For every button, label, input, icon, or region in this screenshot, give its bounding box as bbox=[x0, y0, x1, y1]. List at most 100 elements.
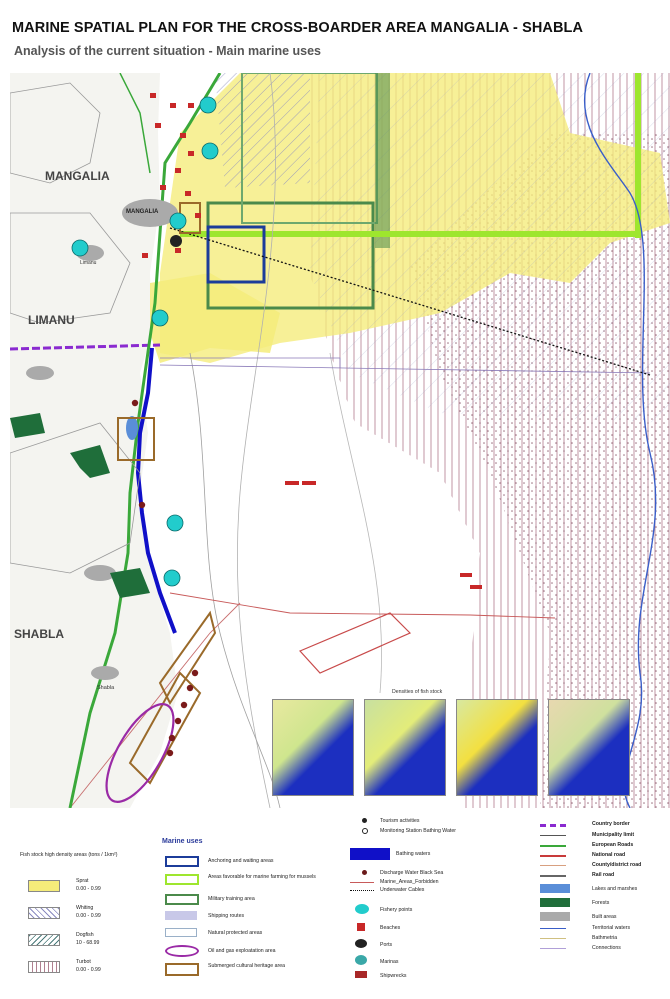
port-mangalia-icon bbox=[170, 235, 182, 247]
legend-discharge-label: Discharge Water Black Sea bbox=[380, 870, 444, 876]
legend-farming-swatch bbox=[165, 874, 199, 885]
whiting-area bbox=[310, 73, 670, 423]
forbidden-swatch bbox=[350, 882, 374, 883]
fishery-point-5[interactable] bbox=[151, 309, 169, 327]
forest-2 bbox=[110, 568, 150, 598]
anchoring-area bbox=[206, 225, 266, 284]
label-shabla-region: SHABLA bbox=[14, 627, 64, 641]
forbidden-area bbox=[298, 612, 412, 674]
land-area bbox=[10, 73, 178, 808]
legend-anchoring-swatch bbox=[165, 856, 199, 867]
heritage-area-1 bbox=[117, 417, 155, 461]
legend-turbot-swatch bbox=[28, 961, 60, 973]
legend-sprat-range: 0.00 - 0.99 bbox=[76, 886, 101, 892]
municipality-swatch bbox=[540, 835, 566, 836]
built-areas-swatch bbox=[540, 912, 570, 921]
municipality-limit-3 bbox=[10, 422, 141, 574]
fishery-points[interactable] bbox=[71, 96, 219, 587]
military-strip bbox=[375, 73, 390, 248]
territorial-waters-swatch bbox=[540, 928, 566, 929]
legend-county-road-label: County/district road bbox=[592, 862, 642, 868]
legend-heritage-swatch bbox=[165, 963, 199, 976]
legend-built-areas-label: Built areas bbox=[592, 914, 617, 920]
tourism-icon bbox=[362, 818, 367, 823]
built-area-village bbox=[26, 366, 54, 380]
inset-map-4 bbox=[548, 699, 630, 796]
road-north bbox=[119, 73, 151, 174]
beach-icons bbox=[142, 93, 482, 589]
country-border bbox=[10, 343, 161, 351]
shipwreck-icon bbox=[355, 971, 367, 978]
legend-protected-label: Natural protected areas bbox=[208, 930, 263, 936]
country-border-swatch bbox=[540, 824, 566, 827]
built-area-shabla bbox=[91, 666, 119, 680]
legend-rail-road-label: Rail road bbox=[592, 872, 615, 878]
built-area-2 bbox=[84, 565, 116, 581]
label-mangalia-town: MANGALIA bbox=[126, 209, 159, 215]
label-mangalia-region: MANGALIA bbox=[45, 169, 110, 183]
legend-cable-label: Underwater Cables bbox=[380, 887, 425, 893]
inset-map-1 bbox=[272, 699, 354, 796]
bathing-waters-swatch bbox=[350, 848, 390, 860]
fishery-point-2[interactable] bbox=[201, 142, 219, 160]
inset-map-2 bbox=[364, 699, 446, 796]
legend-fishery-label: Fishery points bbox=[380, 907, 413, 913]
label-shabla-town: Shabla bbox=[97, 685, 115, 691]
legend-tourism-label: Tourism activities bbox=[380, 818, 420, 824]
legend-sprat-swatch bbox=[28, 880, 60, 892]
port-icon bbox=[355, 939, 367, 948]
fishery-point-4[interactable] bbox=[71, 239, 89, 257]
legend-shipping-swatch bbox=[165, 911, 197, 920]
legend-military-label: Military training area bbox=[208, 896, 255, 902]
monitoring-station-icon bbox=[362, 828, 368, 834]
marine-farming-line-v bbox=[635, 73, 641, 238]
national-road-swatch bbox=[540, 855, 566, 857]
legend-turbot-name: Turbot bbox=[76, 959, 91, 965]
legend: Fish stock high density areas (tons / 1k… bbox=[10, 808, 670, 999]
legend-dogfish-name: Dogfish bbox=[76, 932, 94, 938]
rail-road-swatch bbox=[540, 875, 566, 877]
county-road-swatch bbox=[540, 865, 566, 866]
legend-sprat-name: Sprat bbox=[76, 878, 89, 884]
marina-icon bbox=[355, 955, 367, 965]
shipwreck-group bbox=[131, 399, 199, 757]
legend-farming-label: Areas favorable for marine farming for m… bbox=[208, 874, 316, 880]
municipality-limit-2 bbox=[10, 212, 131, 324]
oil-gas-area bbox=[105, 703, 175, 803]
discharge-water-icon bbox=[362, 870, 367, 875]
legend-bathmetria-label: Bathmetria bbox=[592, 935, 618, 941]
fishery-point-6[interactable] bbox=[166, 514, 184, 532]
legend-marinas-label: Marinas bbox=[380, 959, 399, 965]
legend-anchoring-label: Anchoring and waiting areas bbox=[208, 858, 274, 864]
legend-fish-title: Fish stock high density areas (tons / 1k… bbox=[20, 852, 118, 858]
legend-oil-gas-swatch bbox=[165, 945, 199, 957]
inset-title: Densities of fish stock bbox=[392, 689, 443, 695]
legend-connections-label: Connections bbox=[592, 945, 621, 951]
sprat-area-coast bbox=[150, 273, 280, 363]
legend-shipping-label: Shipping routes bbox=[208, 913, 245, 919]
marine-farming-line-h bbox=[180, 231, 640, 237]
forbidden-line-1 bbox=[169, 592, 556, 619]
map-canvas[interactable]: Densities of fish stock MANGALIA MANGALI… bbox=[10, 73, 670, 808]
fishery-point-icon bbox=[355, 904, 369, 914]
territorial-waters-line bbox=[584, 73, 657, 808]
european-road-swatch bbox=[540, 845, 566, 847]
map-svg[interactable] bbox=[10, 73, 670, 808]
fish-density-inset: Densities of fish stock bbox=[272, 683, 632, 803]
legend-beaches-label: Beaches bbox=[380, 925, 401, 931]
built-area-mangalia bbox=[122, 199, 178, 227]
legend-turbot-range: 0.00 - 0.99 bbox=[76, 967, 101, 973]
legend-ports-label: Ports bbox=[380, 942, 393, 948]
european-road bbox=[68, 73, 222, 808]
beach-icon bbox=[357, 923, 365, 931]
legend-monitoring-label: Monitoring Station Bathing Water bbox=[380, 828, 456, 834]
connections-swatch bbox=[540, 948, 566, 949]
legend-territorial-label: Territorial waters bbox=[592, 925, 631, 931]
fishery-point-7[interactable] bbox=[163, 569, 181, 587]
fishery-point-3[interactable] bbox=[169, 212, 187, 230]
legend-marine-uses-title: Marine uses bbox=[162, 838, 203, 845]
fishery-point-1[interactable] bbox=[199, 96, 217, 114]
forests-swatch bbox=[540, 898, 570, 907]
bathmetria-swatch bbox=[540, 938, 566, 939]
